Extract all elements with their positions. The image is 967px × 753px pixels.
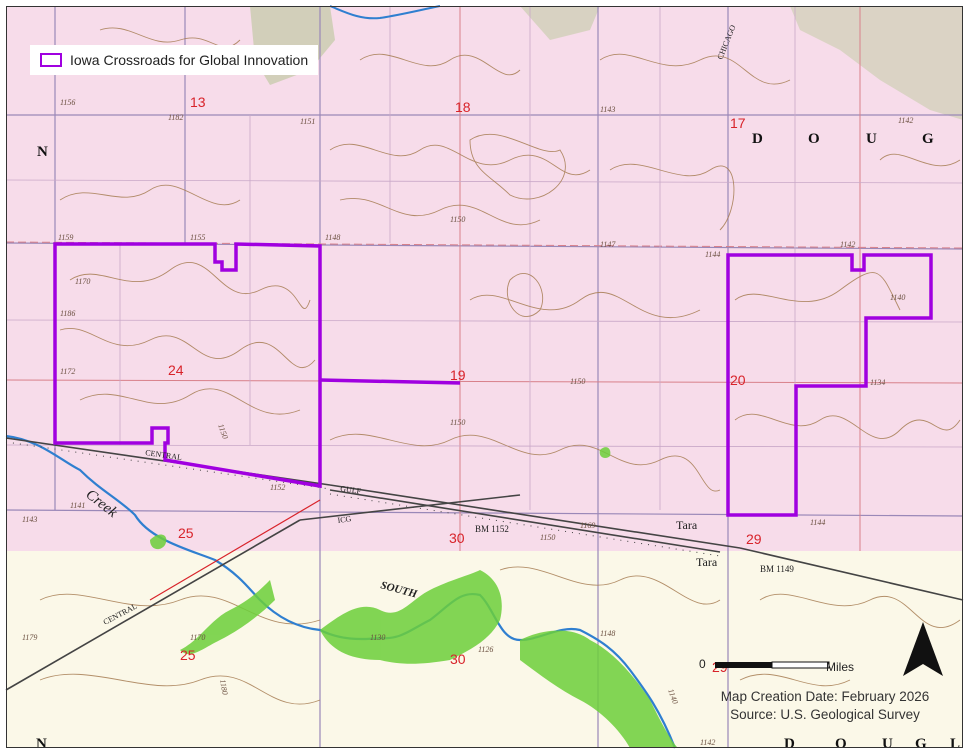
creation-date: Map Creation Date: February 2026 [720,689,930,704]
section-number: 20 [730,372,746,388]
place-name: Tara [676,518,698,532]
woodland [150,447,678,748]
elevation-label: 1130 [370,633,385,642]
elevation-label: 1179 [22,633,37,642]
river-top [329,5,441,20]
hill-shading [520,6,600,40]
township-letter: U [866,131,877,147]
elevation-label: 1148 [325,233,340,242]
place-name: Tara [696,555,718,569]
township-letter: L [950,736,960,752]
parcel-west [53,242,322,489]
elevation-label: 1170 [75,277,90,286]
township-letter: D [784,736,795,752]
data-source: Source: U.S. Geological Survey [730,707,920,722]
elevation-label: 1148 [600,629,615,638]
township-letter: O [808,131,820,147]
elevation-label: 1141 [70,501,85,510]
north-arrow-icon [903,622,943,676]
benchmark: BM 1152 [475,524,509,534]
elevation-label: 1150 [540,533,555,542]
township-letter: G [922,131,934,147]
elevation-label: 1140 [890,293,905,302]
elevation-label: 1134 [870,378,885,387]
legend-label: Iowa Crossroads for Global Innovation [70,52,309,68]
elevation-label: 1126 [478,645,493,654]
benchmark: BM 1149 [760,564,794,574]
elevation-labels: 1156 1182 1151 1143 1142 1159 1155 1148 … [22,98,913,747]
section-number: 24 [168,362,184,378]
section-number: 19 [450,367,466,383]
map-credits: Map Creation Date: February 2026 Source:… [700,688,950,724]
section-number: 29 [746,531,762,547]
elevation-label: 1172 [60,367,75,376]
elevation-label: 1186 [60,309,75,318]
railroad-name: GULF [340,484,362,496]
elevation-label: 1142 [898,116,913,125]
elevation-label: 1159 [58,233,73,242]
elevation-label: 1180 [218,679,230,696]
elevation-label: 1142 [840,240,855,249]
railroad-ties [5,441,721,557]
elevation-label: 1155 [190,233,205,242]
elevation-label: 1150 [450,215,465,224]
section-number: 18 [455,99,471,115]
section-number: 13 [190,94,206,110]
section-number: 17 [730,115,746,131]
elevation-label: 1150 [450,418,465,427]
township-letter: U [882,736,893,752]
township-letter: D [752,131,763,147]
elevation-label: 1150 [570,377,585,386]
scale-zero-label: 0 [699,657,706,671]
elevation-label: 1144 [810,518,825,527]
township-letter: G [915,736,927,752]
elevation-label: 1143 [600,105,615,114]
railroad-name: ICG [337,514,352,525]
hill-shading [790,6,963,120]
left-letter: N [36,736,47,752]
legend: Iowa Crossroads for Global Innovation [30,45,319,75]
section-number: 25 [180,647,196,663]
elevation-label: 1152 [270,483,285,492]
parcel-strip [319,378,461,385]
contour-lines [39,27,961,705]
elevation-label: 1156 [60,98,75,107]
parcel-outline-swatch [40,53,62,67]
red-road [149,499,321,601]
elevation-label: 1143 [22,515,37,524]
parcel-outline [53,242,933,517]
section-number: 30 [450,651,466,667]
scale-bar [715,661,830,669]
parcel-east [726,253,933,517]
elevation-label: 1182 [168,113,183,122]
elevation-label: 1144 [705,250,720,259]
urban-tint-area [6,6,963,551]
section-number: 30 [449,530,465,546]
township-letters: N D O U G N D O U G L [36,131,960,752]
section-number: 25 [178,525,194,541]
elevation-label: 1151 [300,117,315,126]
elevation-label: 1170 [190,633,205,642]
elevation-label: 1169 [580,521,595,530]
elevation-label: 1142 [700,738,715,747]
township-letter: O [835,736,847,752]
elevation-label: 1147 [600,240,616,249]
left-letter: N [37,144,48,160]
scale-unit-label: Miles [826,660,855,674]
